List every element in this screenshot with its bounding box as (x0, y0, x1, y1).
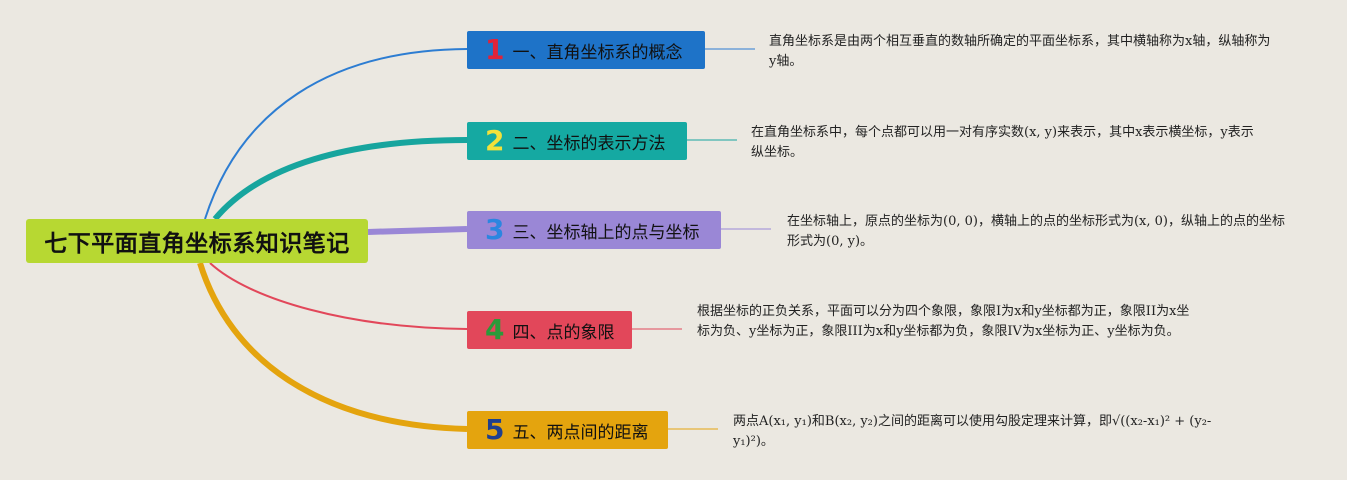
branch-5[interactable]: 5 五、两点间的距离 (467, 411, 668, 449)
branch-1-label: 一、直角坐标系的概念 (512, 42, 683, 63)
connector-1 (204, 48, 468, 220)
note-5-text: 两点A(x₁, y₁)和B(x₂, y₂)之间的距离可以使用勾股定理来计算，即√… (733, 414, 1212, 449)
note-4: 根据坐标的正负关系，平面可以分为四个象限，象限I为x和y坐标都为正，象限II为x… (697, 302, 1192, 342)
branch-3[interactable]: 3 三、坐标轴上的点与坐标 (467, 211, 721, 249)
branch-4[interactable]: 4 四、点的象限 (467, 311, 632, 349)
branch-4-label: 四、点的象限 (512, 322, 615, 343)
note-1-text: 直角坐标系是由两个相互垂直的数轴所确定的平面坐标系，其中横轴称为x轴，纵轴称为y… (769, 34, 1271, 69)
branch-1[interactable]: 1 一、直角坐标系的概念 (467, 31, 705, 69)
note-1: 直角坐标系是由两个相互垂直的数轴所确定的平面坐标系，其中横轴称为x轴，纵轴称为y… (769, 32, 1274, 72)
note-3-text: 在坐标轴上，原点的坐标为(0, 0)，横轴上的点的坐标形式为(x, 0)，纵轴上… (787, 214, 1285, 249)
branch-5-number: 5 (485, 413, 505, 446)
branch-2[interactable]: 2 二、坐标的表示方法 (467, 122, 687, 160)
branch-2-label: 二、坐标的表示方法 (512, 133, 666, 154)
branch-1-number: 1 (485, 33, 505, 66)
root-title: 七下平面直角坐标系知识笔记 (44, 231, 350, 257)
note-2: 在直角坐标系中，每个点都可以用一对有序实数(x, y)来表示，其中x表示横坐标，… (751, 123, 1256, 163)
branch-3-number: 3 (485, 213, 505, 246)
connector-2 (212, 137, 468, 221)
note-2-text: 在直角坐标系中，每个点都可以用一对有序实数(x, y)来表示，其中x表示横坐标，… (751, 125, 1254, 160)
branch-5-label: 五、两点间的距离 (512, 422, 649, 443)
connector-5 (197, 262, 468, 432)
note-5: 两点A(x₁, y₁)和B(x₂, y₂)之间的距离可以使用勾股定理来计算，即√… (733, 412, 1228, 452)
note-3: 在坐标轴上，原点的坐标为(0, 0)，横轴上的点的坐标形式为(x, 0)，纵轴上… (787, 212, 1287, 252)
branch-3-label: 三、坐标轴上的点与坐标 (512, 222, 700, 243)
note-4-text: 根据坐标的正负关系，平面可以分为四个象限，象限I为x和y坐标都为正，象限II为x… (697, 304, 1190, 339)
branch-4-number: 4 (485, 313, 505, 346)
root-node[interactable]: 七下平面直角坐标系知识笔记 (26, 219, 368, 263)
branch-2-number: 2 (485, 124, 505, 157)
connector-4 (209, 262, 468, 330)
connector-3 (367, 226, 468, 235)
